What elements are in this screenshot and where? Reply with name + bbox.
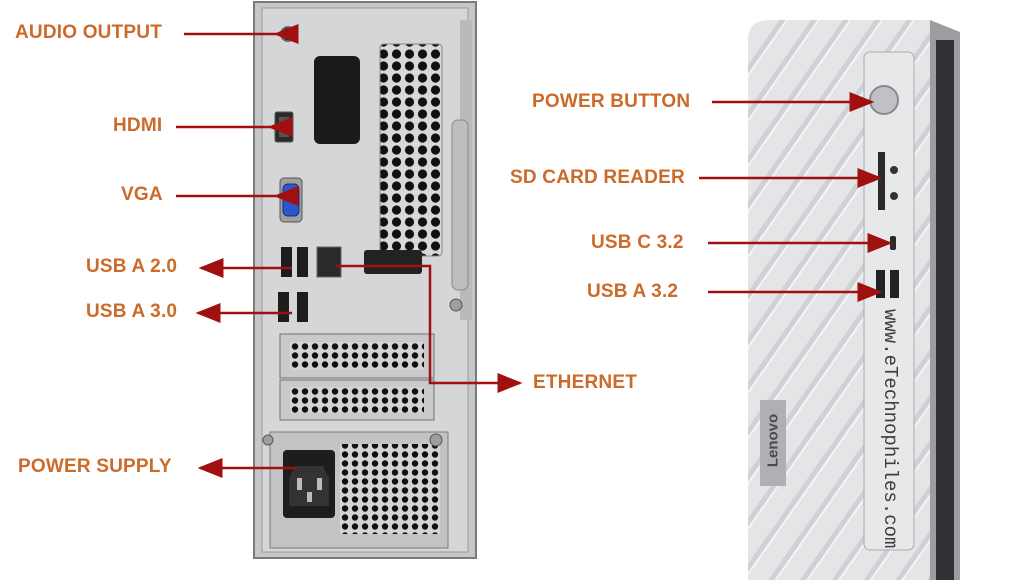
rear-black-cover <box>314 56 360 144</box>
power-button <box>869 85 899 115</box>
vga-port <box>279 177 303 223</box>
label-hdmi: HDMI <box>113 115 163 136</box>
psu-grill <box>340 444 440 534</box>
lenovo-logo: Lenovo <box>764 413 782 468</box>
label-ethernet: ETHERNET <box>533 372 637 393</box>
ethernet-port <box>316 246 422 278</box>
rear-usb-20-ports <box>281 247 308 277</box>
rear-fan-grill <box>379 43 443 257</box>
power-inlet <box>283 450 335 518</box>
label-usb-a-30: USB A 3.0 <box>86 301 178 322</box>
audio-jack-port <box>280 26 296 42</box>
label-power-supply: POWER SUPPLY <box>18 456 172 477</box>
label-usb-a-32: USB A 3.2 <box>587 281 679 302</box>
label-power-button: POWER BUTTON <box>532 91 691 112</box>
hdmi-port <box>274 111 294 143</box>
rear-usb-30-ports <box>278 292 308 322</box>
front-usb-c-port <box>890 236 896 250</box>
label-sd-card-reader: SD CARD READER <box>510 167 685 188</box>
arrows <box>176 24 893 478</box>
watermark-text: www.eTechnophiles.com <box>879 309 901 549</box>
label-usb-c-32: USB C 3.2 <box>591 232 684 253</box>
label-vga: VGA <box>121 184 163 205</box>
label-audio-output: AUDIO OUTPUT <box>15 22 163 43</box>
front-tower <box>748 20 960 580</box>
label-usb-a-20: USB A 2.0 <box>86 256 178 277</box>
